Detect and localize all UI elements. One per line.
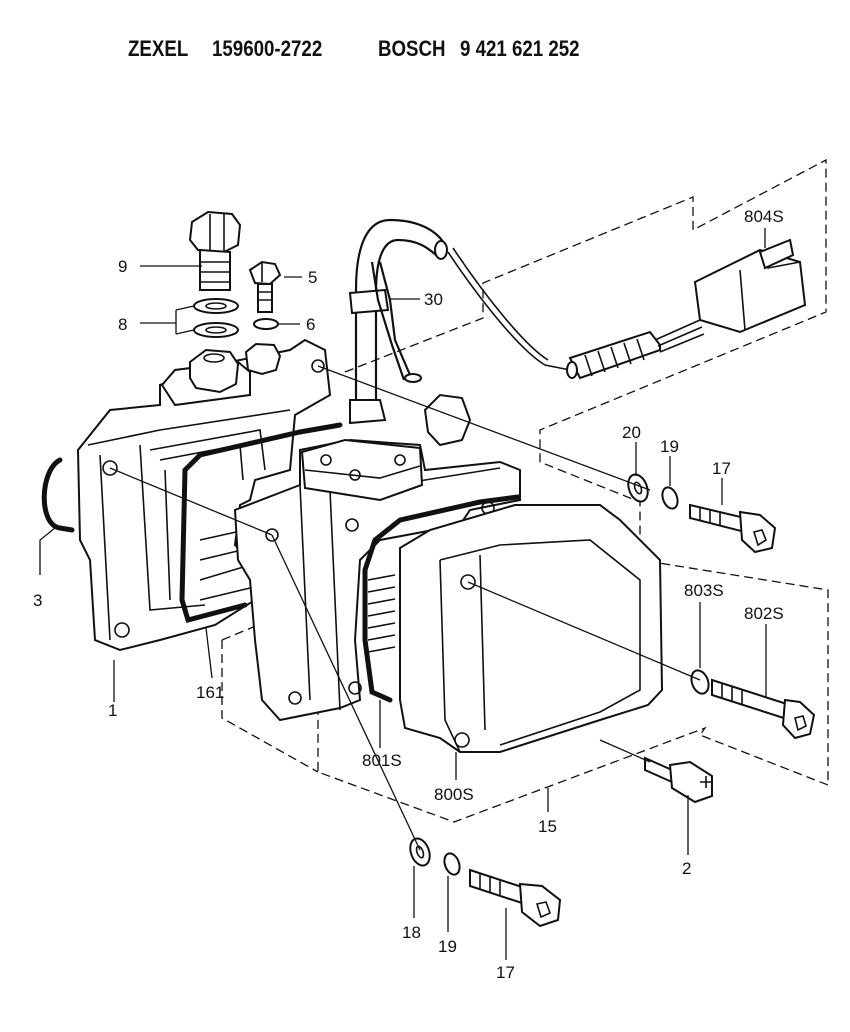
callout-17-upper: 17: [712, 459, 731, 478]
callout-161: 161: [196, 683, 224, 702]
sensor-804s: [447, 238, 807, 380]
callout-18: 18: [402, 923, 421, 942]
callout-800s: 800S: [434, 785, 474, 804]
header-zexel-part-number: 159600-2722: [212, 36, 323, 61]
header-brand-bosch: BOSCH: [378, 36, 446, 61]
bolt-17-and-washers-upper: [627, 473, 777, 554]
bolt-17-and-washers-lower: [409, 837, 562, 928]
axis-lines: [109, 365, 701, 851]
ring-part-3: [41, 457, 75, 533]
callout-802s: 802S: [744, 604, 784, 623]
callout-5: 5: [308, 268, 317, 287]
screw-part-2: [644, 756, 713, 804]
screw-5-and-washer-6: [244, 260, 282, 376]
header-brand-zexel: ZEXEL: [128, 36, 189, 61]
callout-labels: 804S 30 9 5 8 6 20 19 17 3 803S 802S 161…: [33, 207, 784, 982]
bolt-802s-and-washer-803s: [690, 669, 816, 740]
callout-804s: 804S: [744, 207, 784, 226]
callout-803s: 803S: [684, 581, 724, 600]
cover-800s: [399, 504, 664, 753]
callout-19-lower: 19: [438, 937, 457, 956]
callout-17-lower: 17: [496, 963, 515, 982]
gasket-161: [179, 422, 343, 624]
callout-8: 8: [118, 315, 127, 334]
callout-15: 15: [538, 817, 557, 836]
pump-housing-part-1: [76, 338, 472, 652]
callout-20: 20: [622, 423, 641, 442]
callout-2: 2: [682, 859, 691, 878]
hose-and-clamp: [348, 218, 448, 425]
header-bosch-part-number: 9 421 621 252: [460, 36, 580, 61]
hollow-bolt-9-and-washers-8: [188, 210, 242, 394]
callout-6: 6: [306, 315, 315, 334]
callout-9: 9: [118, 257, 127, 276]
callout-19-upper: 19: [660, 437, 679, 456]
gasket-801s: [362, 494, 521, 703]
drawing-header: ZEXEL 159600-2722 BOSCH 9 421 621 252: [0, 36, 850, 72]
callout-3: 3: [33, 591, 42, 610]
callout-801s: 801S: [362, 751, 402, 770]
callout-1: 1: [108, 701, 117, 720]
callout-30: 30: [424, 290, 443, 309]
leader-lines: [39, 228, 767, 960]
